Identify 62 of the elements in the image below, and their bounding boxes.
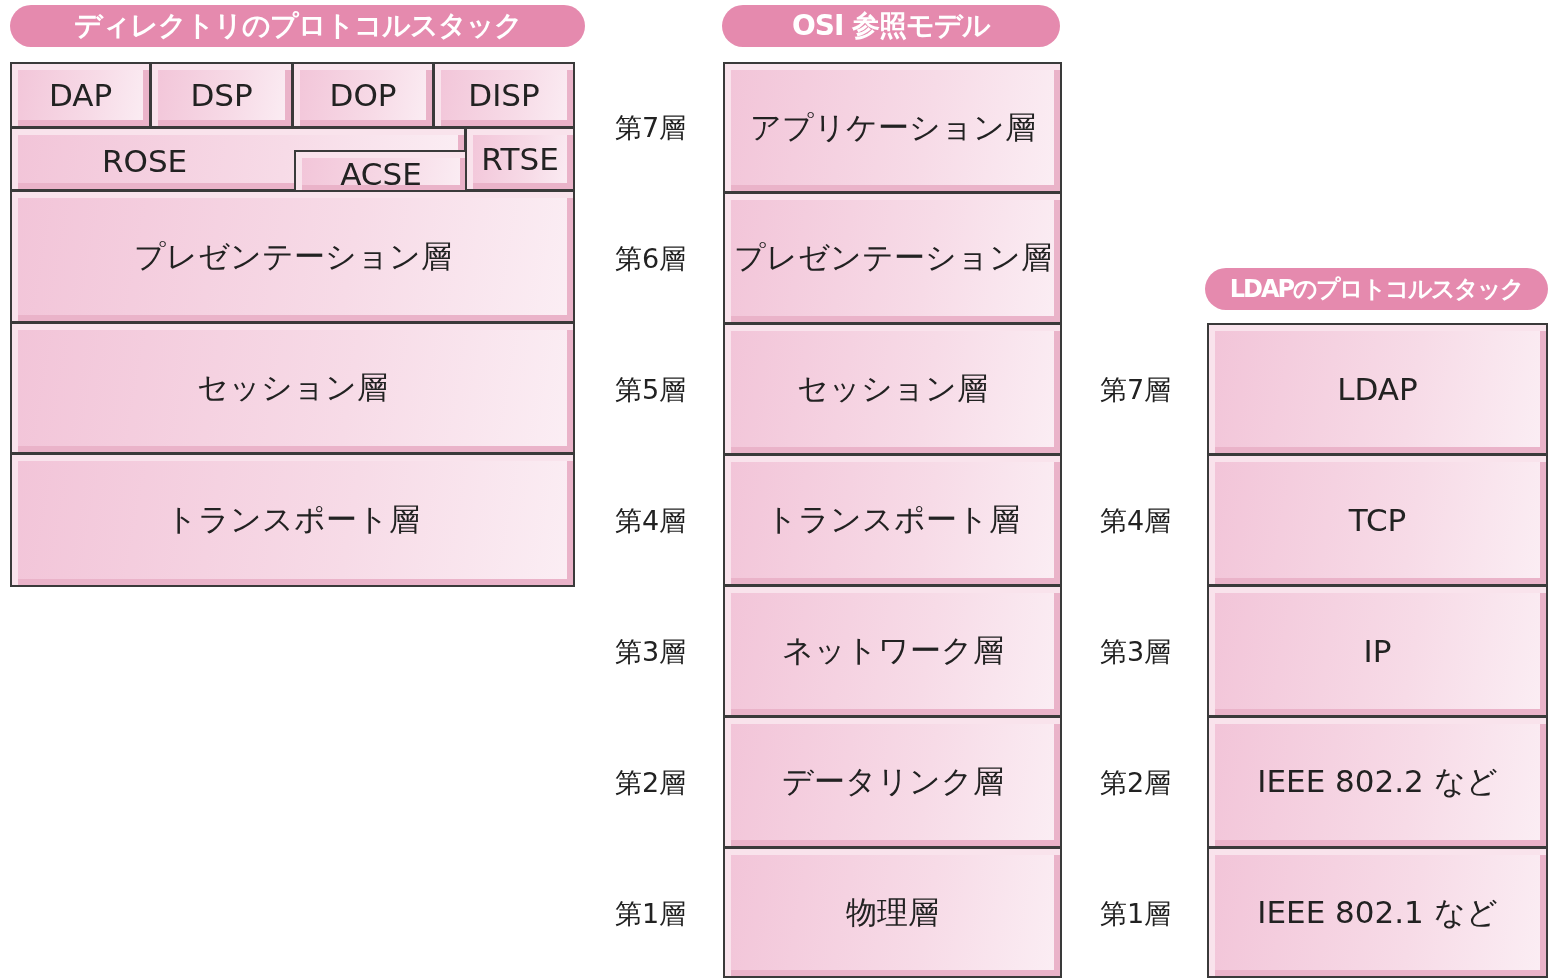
layer-number: 第3層 (1100, 635, 1172, 669)
layer-name: ROSE (102, 143, 188, 179)
layer-name: DSP (190, 77, 253, 113)
layer-name: DOP (329, 77, 397, 113)
layer-number: 第7層 (615, 111, 687, 145)
layer-name: プレゼンテーション層 (133, 236, 452, 276)
layer-name: プレゼンテーション層 (733, 238, 1052, 277)
layer-box (723, 192, 1062, 324)
layer-box (723, 716, 1062, 848)
layer-box (10, 62, 151, 128)
layer-name: トランスポート層 (765, 500, 1020, 539)
layer-box (723, 585, 1062, 717)
layer-name: DAP (48, 77, 113, 113)
layer-number: 第3層 (615, 635, 687, 669)
title-band (722, 5, 1060, 47)
layer-box (723, 847, 1062, 978)
layer-name: 物理層 (846, 892, 939, 932)
layer-name: LDAPのプロトコルスタック (1229, 274, 1524, 305)
title-band (1205, 268, 1548, 310)
layer-name: ディレクトリのプロトコルスタック (73, 8, 522, 44)
layer-box (10, 453, 575, 587)
title-band (10, 5, 585, 47)
layer-box (1207, 716, 1548, 848)
layer-number: 第2層 (1100, 766, 1172, 800)
layer-box (1207, 847, 1548, 978)
layer-number: 第7層 (1100, 373, 1172, 407)
layer-name: RTSE (481, 141, 559, 177)
layer-box (723, 323, 1062, 455)
layer-name: IEEE 802.1 など (1257, 892, 1498, 932)
layer-box (1207, 585, 1548, 717)
layer-number: 第4層 (615, 504, 687, 538)
layer-name: アプリケーション層 (749, 107, 1036, 147)
layer-box (433, 62, 575, 128)
layer-box (465, 127, 575, 191)
layer-name: ACSE (340, 155, 422, 192)
layer-name: TCP (1348, 502, 1407, 538)
layer-box (294, 150, 468, 193)
layer-name: LDAP (1337, 371, 1418, 407)
layer-name: ネットワーク層 (781, 631, 1004, 670)
layer-number: 第5層 (615, 373, 687, 407)
layer-name: セッション層 (797, 369, 988, 408)
layer-box (10, 127, 466, 191)
layer-name: データリンク層 (781, 762, 1004, 801)
layer-box (292, 62, 434, 128)
layer-number: 第4層 (1100, 504, 1172, 538)
layer-name: トランスポート層 (165, 500, 420, 539)
layer-box (723, 454, 1062, 586)
layer-name: IEEE 802.2 など (1257, 762, 1498, 801)
layer-number: 第6層 (615, 242, 687, 276)
layer-number: 第1層 (615, 897, 687, 931)
layer-box (723, 62, 1062, 193)
layer-box (1207, 454, 1548, 586)
layer-box (10, 190, 575, 323)
layer-name: セッション層 (197, 368, 388, 407)
layer-box (150, 62, 293, 128)
layer-box (1207, 323, 1548, 455)
layer-number: 第2層 (615, 766, 687, 800)
layer-name: IP (1363, 633, 1392, 669)
layer-number: 第1層 (1100, 897, 1172, 931)
layer-box (10, 322, 575, 454)
layer-name: DISP (468, 77, 540, 113)
layer-name: OSI 参照モデル (791, 8, 991, 44)
